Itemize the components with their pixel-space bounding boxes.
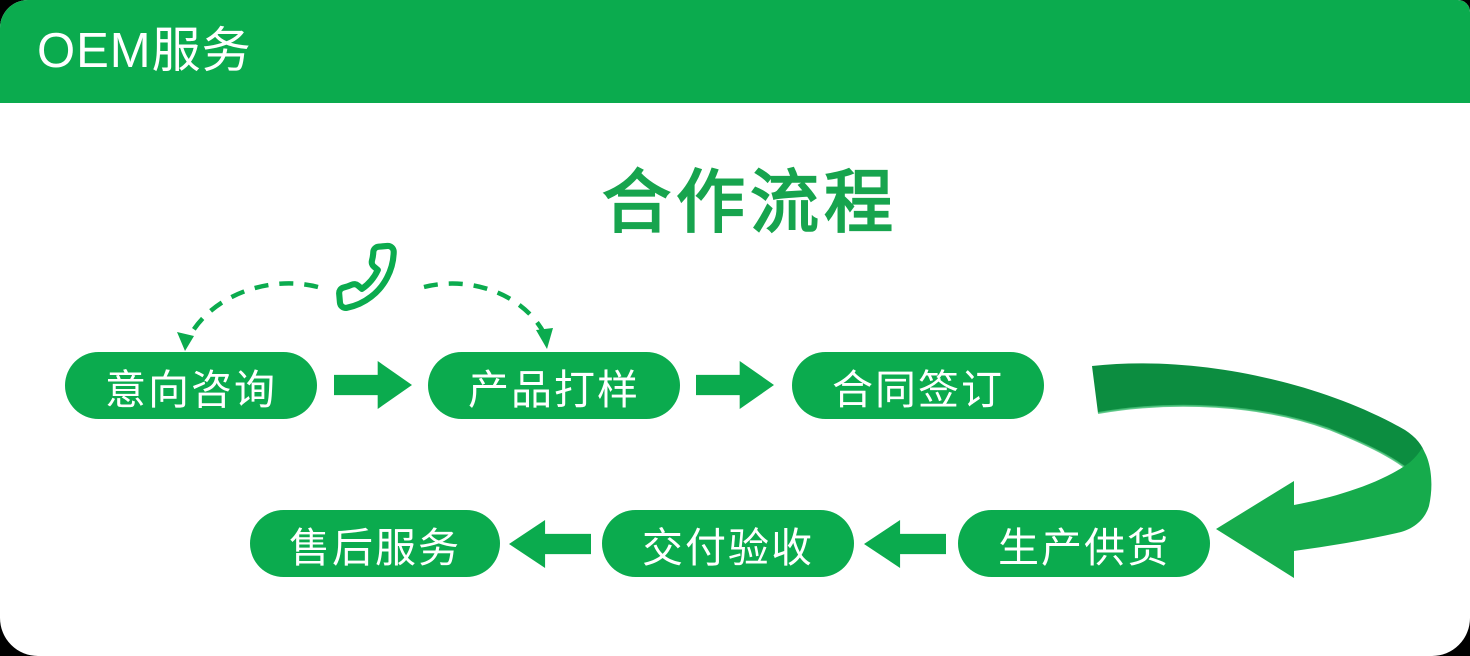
step-intent-inquiry: 意向咨询 <box>65 352 317 419</box>
step-production-supply: 生产供货 <box>958 510 1210 577</box>
step-contract-signing: 合同签订 <box>792 352 1044 419</box>
swoosh-under-arrow <box>1216 448 1432 578</box>
dashed-arc-right <box>423 281 549 338</box>
step-delivery-acceptance: 交付验收 <box>602 510 854 577</box>
flow-arrow-right-icon <box>334 361 412 409</box>
flow-arrow-left-icon <box>864 520 946 568</box>
swoosh-band-highlight <box>1097 404 1427 487</box>
step-product-sampling: 产品打样 <box>428 352 680 419</box>
phone-icon <box>336 242 397 311</box>
swoosh-top-band <box>1092 363 1426 486</box>
header-title: OEM服务 <box>37 24 252 78</box>
dashed-arc-left <box>186 281 319 341</box>
arrowhead-right-icon <box>536 328 553 349</box>
flow-arrow-right-icon <box>696 361 774 409</box>
section-title: 合作流程 <box>602 164 898 241</box>
curved-wrap-arrow-icon <box>1092 363 1432 578</box>
card-header: OEM服务 <box>0 0 1470 103</box>
step-after-sales-service: 售后服务 <box>250 510 500 577</box>
flow-arrow-left-icon <box>509 520 591 568</box>
arrowhead-left-icon <box>177 332 194 351</box>
dashed-arrow-arcs <box>177 281 553 351</box>
